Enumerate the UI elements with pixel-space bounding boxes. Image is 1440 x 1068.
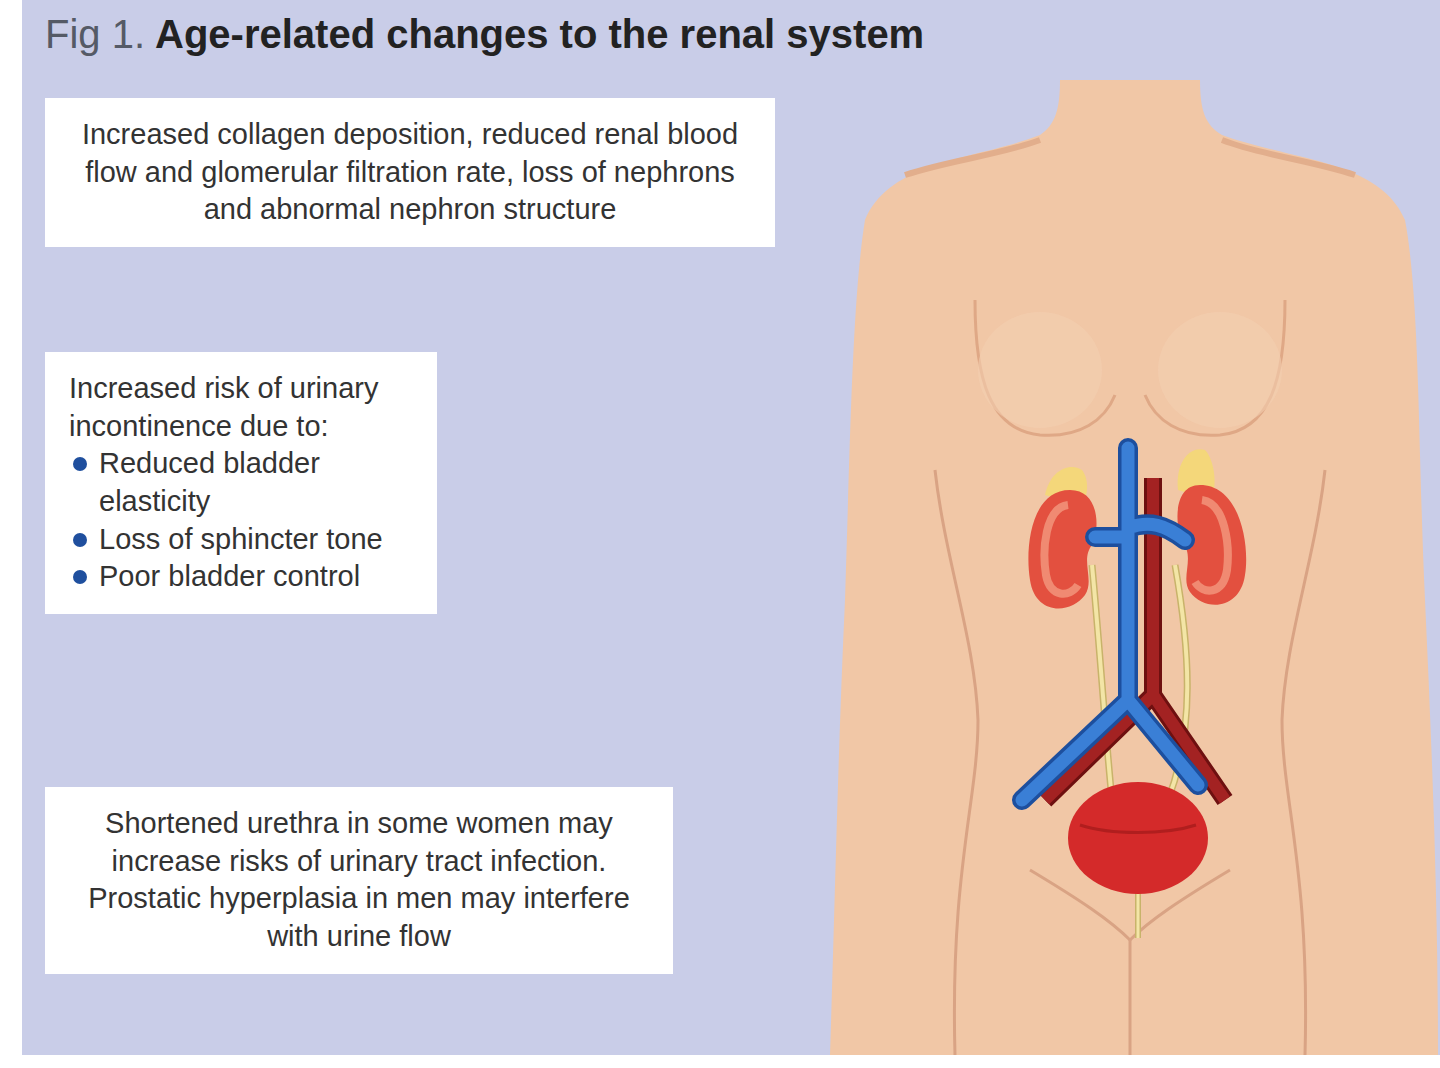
urethra [1135,890,1141,938]
bullet-item: Poor bladder control [69,558,415,596]
bullet-text: Loss of sphincter tone [99,521,383,559]
ureter [1092,565,1112,800]
chest-line [975,300,1115,435]
ureter [1092,565,1112,800]
bullet-item: Reduced bladder elasticity [69,445,415,520]
urethra [1137,890,1140,938]
vena-cava [1022,448,1198,800]
shoulder-shade [1222,140,1355,175]
box-text: Increased collagen deposition, reduced r… [71,116,749,229]
title-row: Fig 1.Age-related changes to the renal s… [45,12,924,57]
bladder-fold [1080,825,1196,833]
box-heading: Increased risk of urinary incontinence d… [69,370,415,445]
kidney-cortex [1045,505,1078,594]
shoulder-shade [905,140,1040,175]
arm-line [1282,470,1325,1055]
leg-line [1129,940,1132,1055]
figure-number: Fig 1. [45,12,145,57]
info-box: Shortened urethra in some women may incr… [45,787,673,974]
torso-silhouette [830,80,1438,1055]
bullet-dot [73,570,87,584]
bullet-dot [73,457,87,471]
info-box: Increased risk of urinary incontinence d… [45,352,437,614]
info-box: Increased collagen deposition, reduced r… [45,98,775,247]
background-panel [22,0,1440,1055]
chest-shade [1158,312,1282,428]
bullet-text: Poor bladder control [99,558,360,596]
bladder [1068,782,1208,894]
bullet-text: Reduced bladder elasticity [99,445,415,520]
bullet-item: Loss of sphincter tone [69,521,415,559]
chest-shade [978,312,1102,428]
diagram-title: Age-related changes to the renal system [155,12,924,57]
vena-cava [1022,448,1198,800]
box-text: Shortened urethra in some women may incr… [71,805,647,956]
kidney [1028,490,1096,609]
chest-line [1145,300,1285,435]
kidney-cortex [1195,500,1228,591]
arm-line [935,470,978,1055]
bullet-dot [73,533,87,547]
